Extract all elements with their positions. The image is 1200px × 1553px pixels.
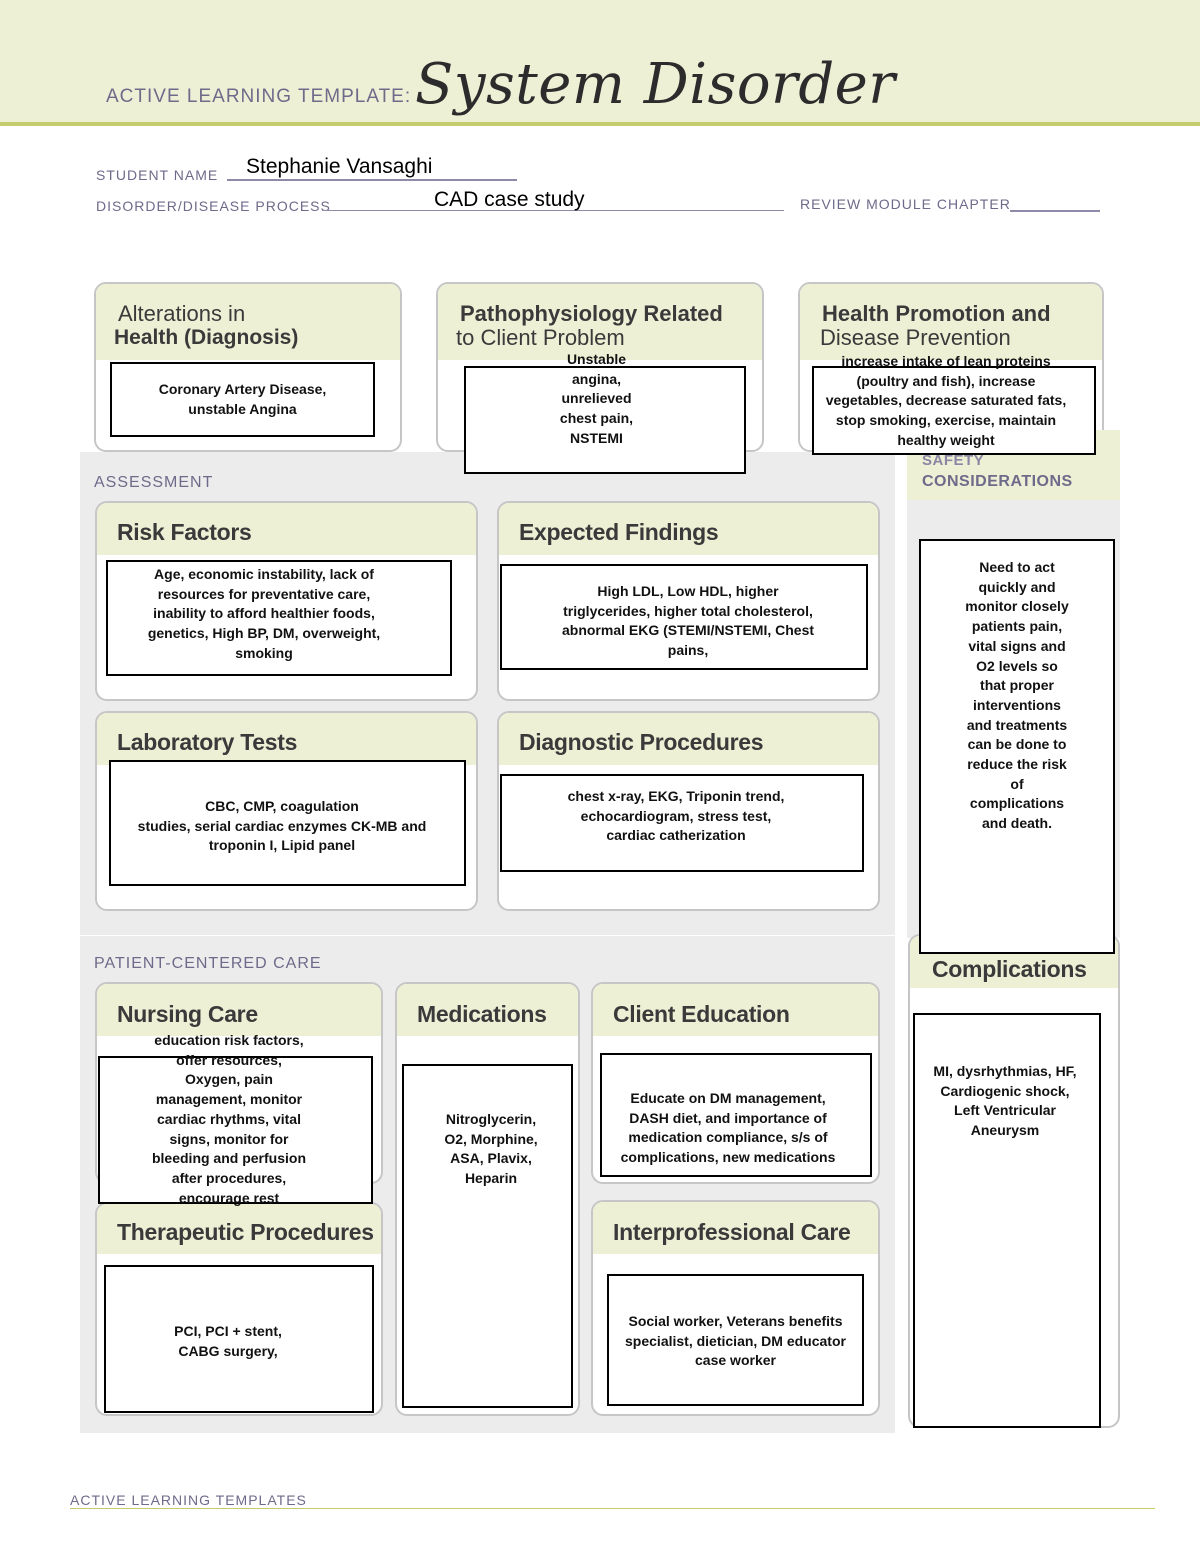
medications-answer-text: Nitroglycerin, O2, Morphine, ASA, Plavix… xyxy=(444,1111,538,1187)
diagnostic-procedures-answer-text: chest x-ray, EKG, Triponin trend, echoca… xyxy=(567,788,785,844)
header-divider xyxy=(0,122,1200,126)
medications-answer-box[interactable] xyxy=(402,1064,573,1408)
health-promotion-answer-text: increase intake of lean proteins (poultr… xyxy=(825,353,1067,448)
review-module-field[interactable] xyxy=(1010,210,1100,212)
risk-factors-header xyxy=(97,503,476,555)
laboratory-tests-header xyxy=(97,713,476,765)
therapeutic-procedures-title: Therapeutic Procedures xyxy=(117,1219,374,1245)
medications-title: Medications xyxy=(417,1001,547,1027)
pathophysiology-answer-text: Unstable angina, unrelieved chest pain, … xyxy=(559,351,634,446)
expected-findings-header xyxy=(499,503,878,555)
complications-answer-box[interactable] xyxy=(913,1013,1101,1428)
student-name-label: STUDENT NAME xyxy=(96,167,219,183)
safety-title-line2: CONSIDERATIONS xyxy=(922,473,1073,490)
therapeutic-procedures-answer-box[interactable] xyxy=(104,1265,374,1413)
health-promotion-card-header xyxy=(800,284,1102,360)
nursing-care-answer-text: education risk factors, offer resources,… xyxy=(151,1032,306,1206)
medications-header xyxy=(397,984,578,1036)
disorder-field[interactable]: CAD case study xyxy=(434,188,585,211)
expected-findings-answer-text: High LDL, Low HDL, higher triglycerides,… xyxy=(561,583,815,659)
footer-divider xyxy=(70,1508,1155,1509)
risk-factors-title: Risk Factors xyxy=(117,519,252,545)
alterations-title-line2: Health (Diagnosis) xyxy=(114,326,299,349)
safety-answer-text: Need to act quickly and monitor closely … xyxy=(965,559,1069,832)
alterations-answer-text: Coronary Artery Disease, unstable Angina xyxy=(158,381,327,417)
template-label: ACTIVE LEARNING TEMPLATE: xyxy=(106,86,412,107)
pathophysiology-answer-box[interactable] xyxy=(464,366,746,474)
client-education-answer-text: Educate on DM management, DASH diet, and… xyxy=(620,1090,836,1166)
footer-label: ACTIVE LEARNING TEMPLATES xyxy=(70,1492,307,1508)
nursing-care-title: Nursing Care xyxy=(117,1001,258,1027)
alterations-card-header xyxy=(96,284,400,360)
header-band xyxy=(0,0,1200,122)
review-module-label: REVIEW MODULE CHAPTER xyxy=(800,196,1011,212)
therapeutic-procedures-header xyxy=(97,1204,381,1254)
disorder-label: DISORDER/DISEASE PROCESS xyxy=(96,198,331,214)
nursing-care-answer-box[interactable] xyxy=(98,1056,373,1204)
pathophysiology-card-header xyxy=(438,284,762,360)
diagnostic-procedures-answer-box[interactable] xyxy=(500,774,864,872)
diagnostic-procedures-header xyxy=(499,713,878,765)
template-title: System Disorder xyxy=(415,52,896,117)
pathophysiology-title-line1: Pathophysiology Related xyxy=(460,301,723,326)
client-education-title: Client Education xyxy=(613,1001,790,1027)
laboratory-tests-title: Laboratory Tests xyxy=(117,729,298,755)
risk-factors-answer-box[interactable] xyxy=(106,560,452,676)
client-education-header xyxy=(593,984,878,1036)
disorder-underline xyxy=(322,210,784,211)
alterations-answer-box[interactable] xyxy=(110,362,375,437)
laboratory-tests-answer-box[interactable] xyxy=(109,760,466,886)
safety-title-line1: SAFETY xyxy=(922,452,985,469)
complications-answer-text: MI, dysrhythmias, HF, Cardiogenic shock,… xyxy=(933,1063,1077,1139)
health-promotion-title-line2: Disease Prevention xyxy=(820,325,1011,350)
patient-centered-care-label: PATIENT-CENTERED CARE xyxy=(94,955,322,972)
interprofessional-care-answer-text: Social worker, Veterans benefits special… xyxy=(625,1313,846,1369)
student-name-underline xyxy=(227,179,517,181)
nursing-care-header xyxy=(97,984,381,1036)
expected-findings-title: Expected Findings xyxy=(519,519,719,545)
laboratory-tests-answer-text: CBC, CMP, coagulation studies, serial ca… xyxy=(137,798,427,854)
health-promotion-answer-box[interactable] xyxy=(812,366,1096,455)
expected-findings-answer-box[interactable] xyxy=(500,564,868,670)
health-promotion-title-line1: Health Promotion and xyxy=(822,301,1051,326)
interprofessional-care-answer-box[interactable] xyxy=(607,1274,864,1406)
therapeutic-procedures-answer-text: PCI, PCI + stent, CABG surgery, xyxy=(174,1323,282,1359)
diagnostic-procedures-title: Diagnostic Procedures xyxy=(519,729,764,755)
complications-title: Complications xyxy=(932,956,1087,982)
alterations-title-line1: Alterations in xyxy=(118,301,246,326)
student-name-field[interactable]: Stephanie Vansaghi xyxy=(246,155,433,178)
interprofessional-care-header xyxy=(593,1202,878,1254)
pathophysiology-title-line2: to Client Problem xyxy=(456,325,625,350)
assessment-label: ASSESSMENT xyxy=(94,474,214,491)
client-education-answer-box[interactable] xyxy=(600,1053,872,1177)
risk-factors-answer-text: Age, economic instability, lack of resou… xyxy=(147,566,381,661)
interprofessional-care-title: Interprofessional Care xyxy=(613,1219,851,1245)
safety-answer-box[interactable] xyxy=(919,539,1115,954)
